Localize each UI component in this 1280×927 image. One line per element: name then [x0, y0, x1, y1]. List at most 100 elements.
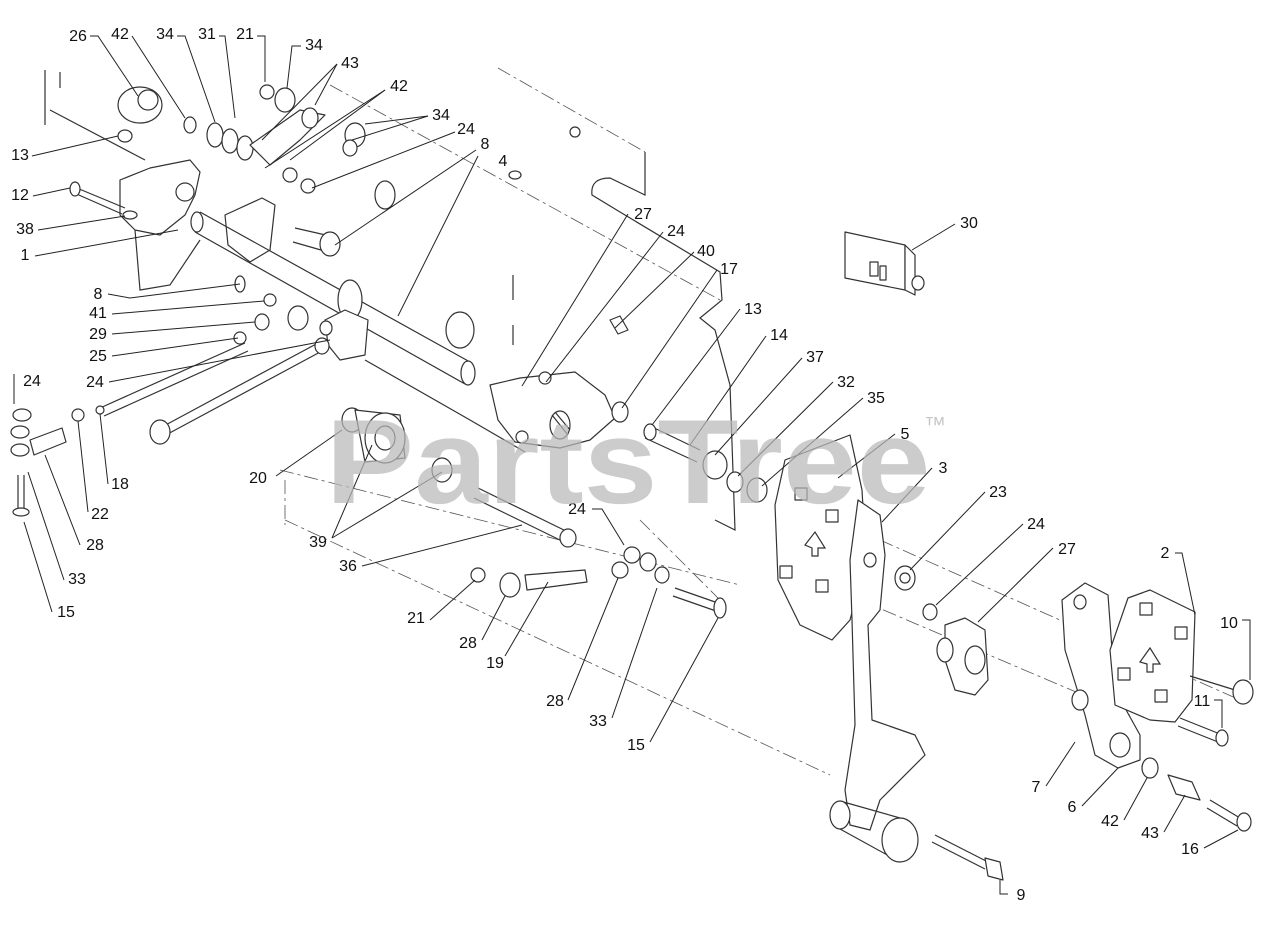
callout: 24 [311, 121, 475, 189]
brake-pedal-pad [774, 434, 867, 641]
leader-line [614, 251, 695, 329]
callout: 18 [99, 413, 129, 493]
callout-label: 36 [339, 558, 357, 575]
callout: 11 [1194, 693, 1223, 728]
arm-hole [1071, 689, 1089, 711]
callout: 28 [459, 595, 506, 652]
leader-line [131, 35, 186, 119]
callout-label: 23 [989, 484, 1007, 501]
pedal-icon [1117, 667, 1131, 681]
callout: 21 [407, 579, 476, 627]
leader-line [935, 523, 1024, 606]
watermark: PartsTree ™ [326, 395, 947, 529]
callout: 33 [27, 471, 86, 588]
nut [470, 567, 486, 583]
leader-line [177, 35, 216, 123]
spacer [524, 569, 588, 591]
nut [233, 331, 247, 345]
callout-label: 42 [390, 78, 408, 95]
centerline [284, 519, 831, 776]
arm-hole [1109, 732, 1131, 758]
callout-label: 13 [11, 147, 29, 164]
frame-hole [508, 170, 522, 180]
pedal-icon [1174, 626, 1188, 640]
callout: 43 [261, 55, 359, 141]
leader-line [111, 300, 265, 315]
callout-label: 24 [86, 374, 104, 391]
callout: 42 [264, 78, 408, 169]
callout-label: 26 [69, 28, 87, 45]
leader-line [567, 577, 619, 701]
leader-line [32, 187, 71, 197]
bolt-head [1215, 729, 1229, 747]
switch-terminal [879, 265, 887, 281]
callout-label: 16 [1181, 841, 1199, 858]
leader-line [1163, 794, 1186, 833]
callout: 37 [714, 349, 824, 456]
leader-line [275, 429, 343, 477]
callout: 24 [86, 339, 331, 391]
leader-line [331, 471, 443, 539]
centerline [497, 67, 646, 153]
watermark-brand: PartsTree [326, 395, 931, 529]
callout-label: 10 [1220, 615, 1238, 632]
shaft-end [460, 360, 476, 386]
left-frame [44, 70, 146, 161]
callout: 8 [334, 136, 490, 317]
bolt [473, 487, 569, 543]
callout-label: 31 [198, 26, 216, 43]
leader-line [651, 308, 741, 426]
callout: 29 [89, 321, 256, 343]
leader-line [261, 63, 338, 141]
leader-line [1123, 777, 1148, 821]
callout-label: 42 [111, 26, 129, 43]
arm-hole [863, 552, 877, 568]
callout-label: 1 [21, 247, 30, 264]
callout-label: 34 [432, 107, 450, 124]
leader-line [909, 491, 986, 571]
nut [515, 430, 529, 444]
parts [10, 70, 1254, 881]
callout-label: 28 [546, 693, 564, 710]
leader-line [481, 595, 506, 641]
leader-line [364, 115, 429, 125]
bracket-slot [122, 210, 138, 220]
pivot-tube-end [829, 800, 851, 830]
bolt [1177, 717, 1221, 743]
leader-line [545, 231, 664, 383]
callout-label: 8 [481, 136, 490, 153]
leader-line [264, 89, 386, 169]
leader-line [90, 35, 139, 97]
callout: 25 [89, 337, 239, 365]
leader-line [23, 521, 53, 613]
ball-joint [149, 419, 171, 445]
callout-label: 24 [23, 373, 41, 390]
callout-label: 6 [1068, 799, 1077, 816]
callout-label: 13 [744, 301, 762, 318]
callout: 10 [1220, 615, 1251, 680]
leader-line [34, 229, 179, 257]
bolt-head [1236, 812, 1252, 832]
switch-plunger [911, 275, 925, 291]
leader-line [429, 579, 476, 621]
nut [263, 293, 277, 307]
callout-label: 18 [111, 476, 129, 493]
pivot-bracket [119, 159, 201, 236]
washer [10, 425, 30, 439]
main-shaft [194, 211, 471, 385]
pedal-icon [794, 487, 808, 501]
frame-hole [569, 126, 581, 138]
rod-end [623, 546, 641, 564]
bolt [672, 587, 719, 612]
bushing [183, 116, 197, 134]
leader-line [1045, 741, 1076, 787]
callout: 21 [236, 26, 266, 82]
callout-label: 14 [770, 327, 788, 344]
callout: 31 [198, 26, 236, 119]
leader-line [1203, 829, 1239, 849]
callout: 23 [909, 484, 1007, 571]
callout: 27 [521, 206, 652, 387]
nut [12, 408, 32, 422]
leader-line [111, 337, 239, 357]
callout: 39 [309, 444, 443, 551]
